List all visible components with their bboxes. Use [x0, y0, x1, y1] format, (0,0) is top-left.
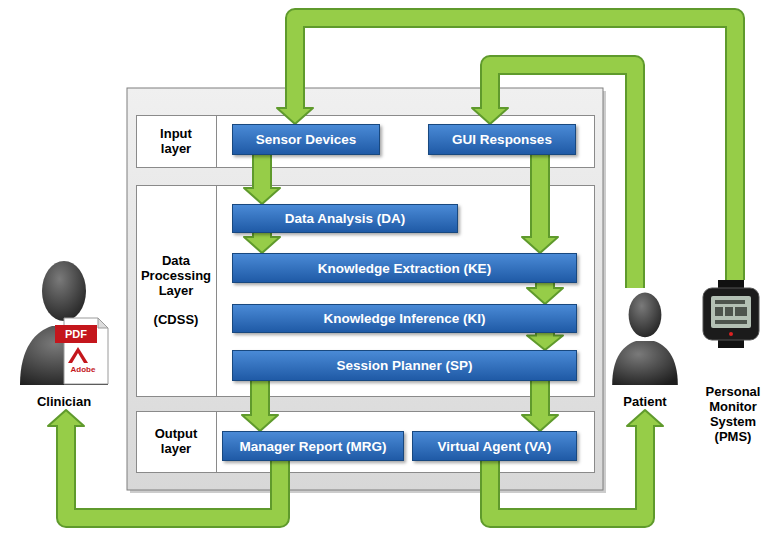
arrow-shaft — [532, 155, 548, 240]
flow-arrow — [527, 283, 563, 304]
flow-arrow — [242, 381, 278, 431]
process-box: Manager Report (MRG) — [222, 431, 404, 461]
layer-band: Data Processing Layer (CDSS) Data Analysis… — [136, 185, 595, 397]
band-label-column: Output layer — [136, 411, 216, 473]
flow-arrow — [522, 155, 558, 253]
system-panel — [127, 88, 603, 490]
flow-arrow — [244, 233, 280, 253]
process-box: GUI Responses — [428, 124, 576, 155]
person-body — [612, 341, 678, 385]
adobe-logo — [68, 347, 88, 363]
band-ground — [137, 186, 595, 397]
flow-arrow — [527, 333, 563, 350]
layer-label: Data Processing Layer — [138, 254, 214, 299]
flow-arrow — [244, 155, 280, 204]
arrow-shaft — [254, 233, 270, 240]
process-box: Session Planner (SP) — [232, 350, 577, 381]
pdf-band — [55, 325, 97, 343]
adobe-text: Adobe — [58, 364, 108, 375]
layer-band: Output layer Manager Report (MRG) Virtual … — [136, 411, 595, 473]
process-box: Knowledge Extraction (KE) — [232, 253, 577, 283]
pdf-fold — [98, 318, 108, 328]
box-label: Knowledge Inference (KI) — [323, 311, 485, 326]
box-label: Knowledge Extraction (KE) — [318, 261, 491, 276]
pdf-text: PDF — [55, 326, 97, 342]
band-ground — [137, 412, 595, 473]
person-label: Clinician — [37, 395, 91, 410]
layer-label: (CDSS) — [154, 313, 199, 328]
person-icon: Patient — [604, 288, 686, 410]
arrow-shaft — [537, 333, 553, 339]
band-divider — [216, 115, 217, 168]
band-divider — [216, 411, 217, 473]
flow-arrow — [490, 410, 663, 518]
band-label-column: Input layer — [136, 115, 216, 168]
box-label: Manager Report (MRG) — [239, 439, 386, 454]
process-box: Sensor Devices — [232, 124, 380, 155]
arrow-shaft — [254, 155, 270, 191]
band-divider — [216, 185, 217, 397]
person-silhouette — [604, 288, 686, 385]
person-head — [629, 292, 662, 337]
box-label: Session Planner (SP) — [337, 358, 473, 373]
person-head — [42, 261, 86, 321]
layer-label: Input layer — [146, 127, 206, 157]
device-label: Personal Monitor System (PMS) — [696, 385, 769, 445]
flow-arrow — [522, 381, 558, 431]
box-label: Virtual Agent (VA) — [438, 439, 552, 454]
box-label: Sensor Devices — [256, 132, 357, 147]
arrow-shaft — [537, 283, 553, 291]
person-label: Patient — [623, 395, 666, 410]
process-box: Data Analysis (DA) — [232, 204, 458, 233]
process-box: Knowledge Inference (KI) — [232, 304, 577, 333]
device-icon: Personal Monitor System (PMS) — [696, 280, 769, 445]
band-label-column: Data Processing Layer (CDSS) — [136, 185, 216, 397]
process-box: Virtual Agent (VA) — [412, 431, 577, 461]
flow-arrow — [48, 410, 280, 518]
watch-icon — [696, 280, 766, 348]
layer-band: Input layer Sensor Devices GUI Responses — [136, 115, 595, 168]
panel-shadow — [130, 91, 606, 493]
layer-label: Output layer — [146, 427, 206, 457]
box-label: GUI Responses — [452, 132, 552, 147]
arrow-shaft — [532, 381, 548, 418]
arrow-shaft — [252, 381, 268, 418]
band-ground — [137, 116, 595, 168]
box-label: Data Analysis (DA) — [285, 211, 405, 226]
